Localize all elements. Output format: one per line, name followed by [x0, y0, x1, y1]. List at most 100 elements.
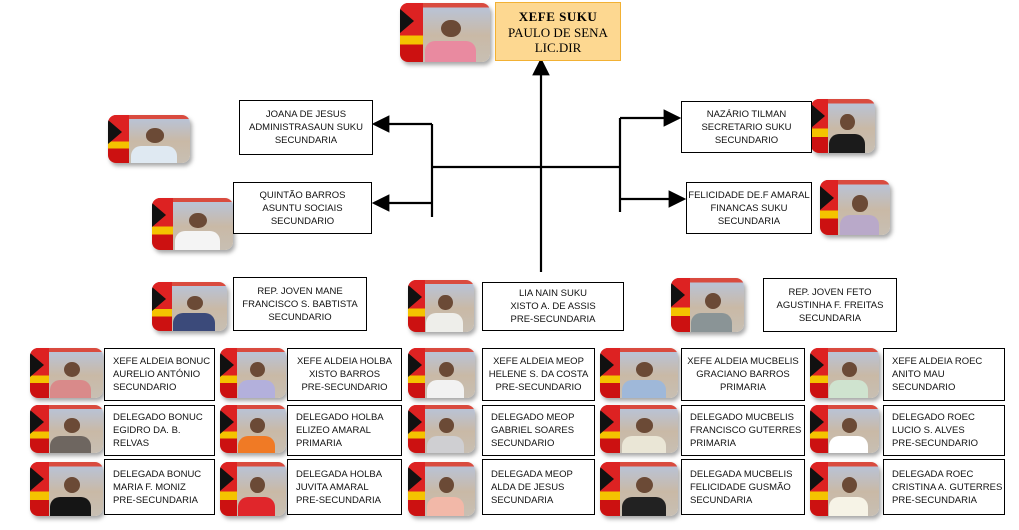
box-line: LUCIO S. ALVES: [892, 425, 965, 436]
box-line: DELEGADO ROEC: [892, 412, 975, 423]
box-line: DELEGADO MEOP: [491, 412, 575, 423]
box-line: JUVITA AMARAL: [296, 481, 369, 493]
box-line: SECUNDARIA: [491, 494, 554, 506]
xefe-suku-box: XEFE SUKU PAULO DE SENA LIC.DIR: [495, 2, 621, 61]
box-line: DELEGADA MEOP: [491, 468, 573, 480]
box-line: PRE-SECUNDARIO: [301, 382, 388, 393]
photo-bonuc-2: [30, 462, 103, 516]
box-line: SECUNDARIA: [690, 494, 753, 506]
box-line: SECUNDARIO: [268, 311, 332, 323]
box-line: REP. JOVEN MANE: [257, 285, 343, 297]
aldeia-box-holba-0: XEFE ALDEIA HOLBA XISTO BARROS PRE-SECUNDA…: [287, 348, 402, 401]
box-line: SECUNDARIO: [270, 215, 335, 227]
aldeia-box-roec-1: DELEGADO ROEC LUCIO S. ALVES PRE-SECUNDARI…: [883, 405, 1005, 456]
aldeia-box-meop-1: DELEGADO MEOP GABRIEL SOARES SECUNDARIO: [482, 405, 595, 456]
photo-felicidade: [820, 180, 890, 235]
box-line: SECUNDARIO: [491, 438, 555, 449]
photo-holba-1: [220, 405, 286, 453]
xefe-suku-name: PAULO DE SENA: [508, 25, 608, 40]
box-line: DELEGADA HOLBA: [296, 468, 383, 480]
photo-meop-1: [408, 405, 475, 453]
box-line: DELEGADA ROEC: [892, 468, 974, 480]
photo-quintao: [152, 198, 233, 250]
box-line: PRE-SECUNDARIO: [892, 438, 979, 449]
box-line: JOANA DE JESUS: [265, 109, 347, 120]
photo-lia-nain: [408, 280, 474, 332]
box-line: SECRETARIO SUKU: [701, 121, 792, 133]
box-line: DELEGADO MUCBELIS: [690, 412, 794, 423]
box-line: FRANCISCO GUTERRES: [690, 425, 802, 436]
photo-rep-joven-mane: [152, 282, 227, 331]
box-line: XEFE ALDEIA MEOP: [493, 356, 584, 367]
photo-nazario: [811, 99, 875, 153]
box-line: PRIMARIA: [296, 438, 342, 449]
box-line: ADMINISTRASAUN SUKU: [248, 122, 363, 133]
staff-box-joana: JOANA DE JESUS ADMINISTRASAUN SUKU SECUNDA…: [239, 100, 373, 155]
box-line: SECUNDARIO: [892, 382, 956, 393]
box-line: DELEGADO BONUC: [113, 412, 203, 423]
box-line: PRE-SECUNDARIA: [113, 494, 198, 506]
box-line: GRACIANO BARROS: [696, 369, 790, 380]
box-line: FELICIDADE GUSMÃO: [690, 481, 791, 493]
box-line: AGUSTINHA F. FREITAS: [776, 299, 884, 311]
box-line: PRIMARIA: [690, 438, 736, 449]
photo-holba-2: [220, 462, 286, 516]
box-line: XEFE ALDEIA BONUC: [113, 356, 211, 367]
box-line: PRE-SECUNDARIA: [296, 494, 381, 506]
box-line: SECUNDARIA: [274, 135, 338, 146]
box-line: HELENE S. DA COSTA: [488, 369, 589, 380]
box-line: EGIDRO DA. B.: [113, 425, 181, 436]
box-line: ANITO MAU: [892, 369, 945, 380]
box-line: SECUNDARIA: [717, 215, 781, 227]
aldeia-box-bonuc-0: XEFE ALDEIA BONUC AURELIO ANTÓNIO SECUNDAR…: [104, 348, 215, 401]
box-line: DELEGADA BONUC: [113, 468, 202, 480]
box-line: XEFE ALDEIA HOLBA: [296, 356, 393, 367]
box-line: PRE-SECUNDARIA: [892, 494, 977, 506]
photo-mucbelis-0: [600, 348, 678, 398]
box-line: AURELIO ANTÓNIO: [113, 369, 201, 380]
box-line: DELEGADA MUCBELIS: [690, 468, 793, 480]
box-line: FRANCISCO S. BABTISTA: [242, 298, 358, 310]
photo-bonuc-0: [30, 348, 103, 398]
box-line: DELEGADO HOLBA: [296, 412, 384, 423]
box-line: GABRIEL SOARES: [491, 425, 575, 436]
box-line: ASUNTU SOCIAIS: [262, 202, 343, 214]
photo-holba-0: [220, 348, 286, 398]
box-line: PRE-SECUNDARIA: [510, 314, 596, 325]
box-line: MARIA F. MONIZ: [113, 481, 186, 493]
photo-roec-2: [810, 462, 879, 516]
xefe-suku-title: XEFE SUKU: [518, 9, 598, 24]
box-line: CRISTINA A. GUTERRES: [892, 481, 1003, 493]
box-line: LIA NAIN SUKU: [518, 288, 588, 299]
photo-roec-0: [810, 348, 879, 398]
photo-meop-2: [408, 462, 475, 516]
box-line: QUINTÃO BARROS: [259, 189, 346, 201]
box-line: SECUNDARIO: [113, 382, 177, 393]
box-line: PRIMARIA: [720, 382, 766, 393]
photo-joana: [108, 115, 190, 163]
box-line: FELICIDADE DE.F AMARAL: [688, 189, 810, 201]
box-line: XISTO BARROS: [308, 369, 381, 380]
xefe-suku-degree: LIC.DIR: [534, 40, 582, 55]
photo-mucbelis-1: [600, 405, 678, 453]
box-line: REP. JOVEN FETO: [788, 286, 872, 298]
box-line: ALDA DE JESUS: [491, 481, 565, 493]
photo-meop-0: [408, 348, 475, 398]
aldeia-box-mucbelis-1: DELEGADO MUCBELIS FRANCISCO GUTERRES PRIMA…: [681, 405, 805, 456]
